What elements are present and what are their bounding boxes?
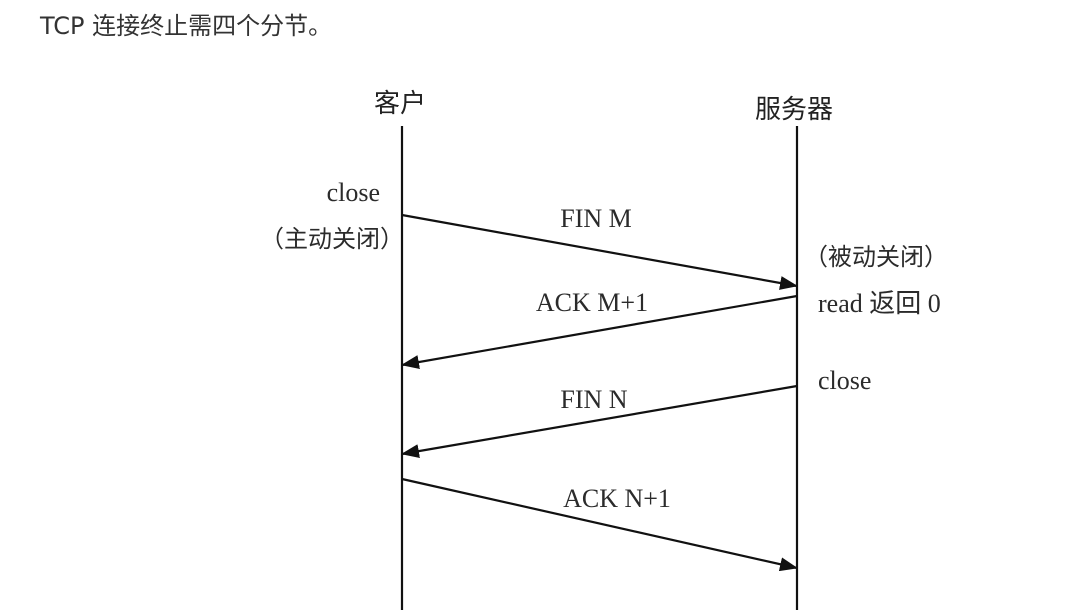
message-arrow-ack-n1	[401, 477, 798, 572]
server-read-annotation: read 返回 0	[818, 289, 941, 318]
server-passive-close-annotation: （被动关闭）	[804, 243, 948, 271]
message-label-fin-n: FIN N	[560, 385, 627, 414]
client-close-annotation: close	[327, 178, 380, 207]
client-active-close-annotation: （主动关闭）	[260, 225, 404, 253]
message-label-ack-n1: ACK N+1	[563, 484, 671, 513]
message-label-fin-m: FIN M	[560, 204, 632, 233]
intro-text: TCP 连接终止需四个分节。	[40, 12, 333, 40]
participant-client-label: 客户	[374, 89, 426, 119]
message-arrow-fin-m	[401, 213, 798, 290]
message-arrow-ack-m1	[401, 294, 798, 369]
message-arrow-fin-n	[401, 384, 798, 459]
participant-server-label: 服务器	[755, 95, 833, 125]
message-label-ack-m1: ACK M+1	[536, 288, 648, 317]
server-close-annotation: close	[818, 366, 871, 395]
